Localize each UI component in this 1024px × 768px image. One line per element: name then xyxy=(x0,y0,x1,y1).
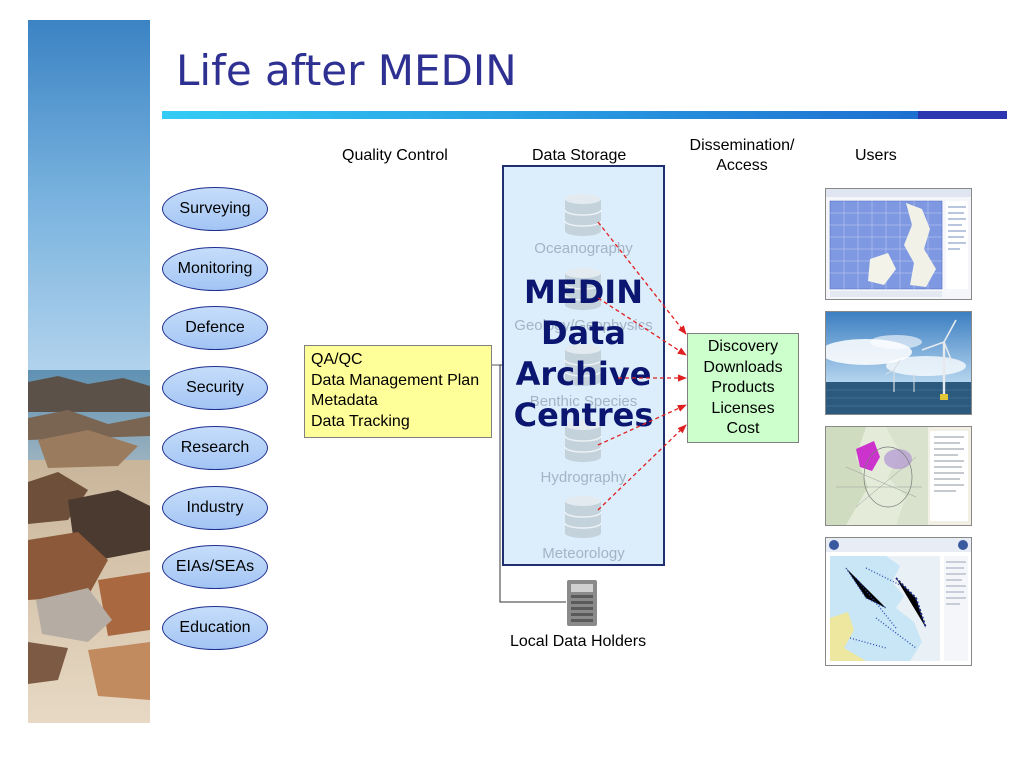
user-wind-turbine-photo xyxy=(825,311,972,415)
user-map-grid-screenshot xyxy=(825,188,972,300)
database-icon xyxy=(564,420,602,462)
archive-line-medin: MEDIN xyxy=(524,273,643,311)
header-dissemination-line2: Access xyxy=(716,157,768,174)
server-icon xyxy=(567,580,597,626)
header-dissemination: Dissemination/ Access xyxy=(683,136,801,176)
data-storage-panel: Oceanography Geology/Geophysics Benthic … xyxy=(502,165,665,566)
sector-defence: Defence xyxy=(162,306,268,350)
storage-theme-hydrography: Hydrography xyxy=(540,469,627,486)
access-item-discovery: Discovery xyxy=(707,338,779,355)
archive-line-data: Data xyxy=(540,314,627,352)
quality-item-data-management-plan: Data Management Plan xyxy=(311,371,480,389)
access-item-licenses: Licenses xyxy=(711,399,775,417)
database-icon xyxy=(564,344,602,386)
access-item-products: Products xyxy=(711,379,775,397)
local-data-holders-label: Local Data Holders xyxy=(510,633,647,650)
access-item-downloads: Downloads xyxy=(703,358,783,376)
sector-eias-seas: EIAs/SEAs xyxy=(162,545,268,589)
coastal-photo-strip xyxy=(28,20,150,723)
storage-theme-oceanography: Oceanography xyxy=(534,240,633,257)
title-rule-accent xyxy=(918,111,1007,119)
dissemination-box: Discovery Downloads Products Licenses Co… xyxy=(687,333,799,443)
arrow-icon xyxy=(597,221,687,511)
header-data-storage: Data Storage xyxy=(532,147,627,164)
quality-control-box: QA/QC Data Management Plan Metadata Data… xyxy=(304,345,492,438)
header-users: Users xyxy=(855,147,897,164)
archive-line-archive: Archive xyxy=(515,355,652,393)
sector-research: Research xyxy=(162,426,268,470)
database-icon xyxy=(564,194,602,236)
user-survey-map-screenshot xyxy=(825,537,972,666)
user-zone-map-screenshot xyxy=(825,426,972,526)
archive-centres-label: MEDIN Data Archive Centres xyxy=(504,272,663,436)
header-dissemination-line1: Dissemination/ xyxy=(689,137,795,154)
quality-item-data-tracking: Data Tracking xyxy=(311,412,410,430)
sector-industry: Industry xyxy=(162,486,268,530)
storage-theme-meteorology: Meteorology xyxy=(542,545,625,562)
archive-line-centres: Centres xyxy=(513,396,654,434)
header-quality-control: Quality Control xyxy=(342,147,448,164)
title-rule xyxy=(162,111,918,119)
sector-surveying: Surveying xyxy=(162,187,268,231)
database-icon xyxy=(564,268,602,310)
database-icon xyxy=(564,496,602,538)
storage-theme-geology-geophysics: Geology/Geophysics xyxy=(514,317,653,334)
local-holders-line xyxy=(499,364,566,603)
quality-item-metadata: Metadata xyxy=(311,392,378,409)
sector-monitoring: Monitoring xyxy=(162,247,268,291)
access-item-cost: Cost xyxy=(726,420,760,438)
storage-theme-benthic-species: Benthic Species xyxy=(529,393,638,410)
quality-item-qa-qc: QA/QC xyxy=(311,351,363,368)
sector-education: Education xyxy=(162,606,268,650)
slide-title: Life after MEDIN xyxy=(176,46,517,95)
sector-security: Security xyxy=(162,366,268,410)
